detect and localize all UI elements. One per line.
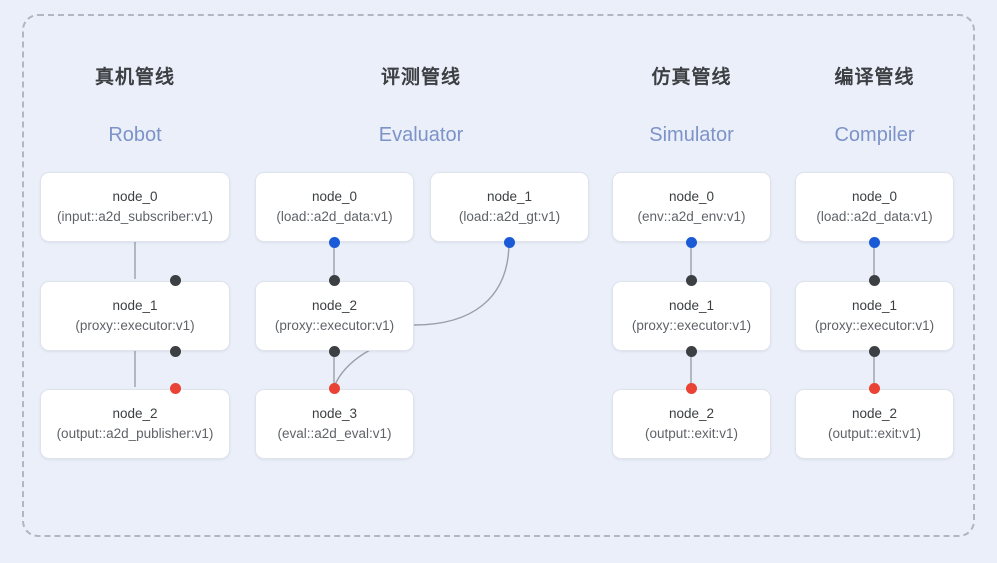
node-name: node_0	[311, 188, 358, 204]
port-input-black[interactable]	[686, 275, 697, 286]
pipeline-diagram-frame	[22, 14, 975, 537]
port-output-blue[interactable]	[329, 237, 340, 248]
node-spec: (proxy::executor:v1)	[631, 317, 752, 333]
node-name: node_1	[668, 297, 715, 313]
port-output-blue[interactable]	[686, 237, 697, 248]
node-name: node_3	[311, 405, 358, 421]
node-spec: (eval::a2d_eval:v1)	[277, 425, 392, 441]
node-spec: (env::a2d_env:v1)	[637, 208, 746, 224]
node-name: node_2	[112, 405, 158, 421]
node-spec: (load::a2d_data:v1)	[276, 208, 393, 224]
column-title-en-evaluator: Evaluator	[378, 124, 464, 146]
node-card-sim-node-2[interactable]: node_2 (output::exit:v1)	[612, 383, 771, 459]
port-input-black[interactable]	[170, 275, 181, 286]
port-input-red[interactable]	[329, 383, 340, 394]
port-input-red[interactable]	[869, 383, 880, 394]
node-card-comp-node-0[interactable]: node_0 (load::a2d_data:v1)	[795, 172, 954, 248]
node-card-eval-node-1[interactable]: node_1 (load::a2d_gt:v1)	[430, 172, 589, 248]
node-card-sim-node-1[interactable]: node_1 (proxy::executor:v1)	[612, 275, 771, 357]
node-card-eval-node-3[interactable]: node_3 (eval::a2d_eval:v1)	[255, 383, 414, 459]
column-title-cn-robot: 真机管线	[94, 67, 175, 88]
node-name: node_0	[112, 188, 158, 204]
port-input-black[interactable]	[329, 275, 340, 286]
port-input-red[interactable]	[686, 383, 697, 394]
node-spec: (output::exit:v1)	[644, 425, 739, 441]
port-output-black[interactable]	[329, 346, 340, 357]
node-name: node_2	[668, 405, 715, 421]
node-name: node_1	[851, 297, 898, 313]
node-spec: (output::exit:v1)	[827, 425, 922, 441]
port-output-black[interactable]	[170, 346, 181, 357]
column-title-en-robot: Robot	[108, 124, 162, 146]
port-output-blue[interactable]	[869, 237, 880, 248]
column-title-en-simulator: Simulator	[649, 124, 734, 146]
node-spec: (input::a2d_subscriber:v1)	[56, 208, 214, 224]
column-title-cn-compiler: 编译管线	[834, 67, 915, 88]
node-card-robot-node-1[interactable]: node_1 (proxy::executor:v1)	[40, 275, 230, 357]
node-spec: (output::a2d_publisher:v1)	[56, 425, 214, 441]
node-spec: (load::a2d_data:v1)	[816, 208, 933, 224]
node-card-eval-node-0[interactable]: node_0 (load::a2d_data:v1)	[255, 172, 414, 248]
port-output-black[interactable]	[686, 346, 697, 357]
node-card-robot-node-0[interactable]: node_0 (input::a2d_subscriber:v1)	[40, 172, 230, 420]
node-card-robot-node-2[interactable]: node_2 (output::a2d_publisher:v1)	[40, 383, 230, 459]
node-spec: (proxy::executor:v1)	[274, 317, 395, 333]
node-name: node_1	[112, 297, 158, 313]
column-title-cn-evaluator: 评测管线	[380, 67, 461, 88]
node-card-sim-node-0[interactable]: node_0 (env::a2d_env:v1)	[612, 172, 771, 248]
port-output-black[interactable]	[869, 346, 880, 357]
node-name: node_2	[311, 297, 358, 313]
column-title-cn-simulator: 仿真管线	[651, 67, 732, 88]
node-spec: (load::a2d_gt:v1)	[458, 208, 561, 224]
node-card-eval-node-2[interactable]: node_2 (proxy::executor:v1)	[255, 275, 414, 357]
port-input-black[interactable]	[869, 275, 880, 286]
node-spec: (proxy::executor:v1)	[75, 317, 195, 333]
node-card-comp-node-2[interactable]: node_2 (output::exit:v1)	[795, 383, 954, 459]
column-title-en-compiler: Compiler	[834, 124, 915, 146]
node-name: node_0	[851, 188, 898, 204]
node-name: node_0	[668, 188, 715, 204]
node-name: node_1	[486, 188, 533, 204]
node-spec: (proxy::executor:v1)	[814, 317, 935, 333]
node-card-comp-node-1[interactable]: node_1 (proxy::executor:v1)	[795, 275, 954, 357]
node-name: node_2	[851, 405, 898, 421]
port-input-red[interactable]	[170, 383, 181, 394]
port-output-blue[interactable]	[504, 237, 515, 248]
